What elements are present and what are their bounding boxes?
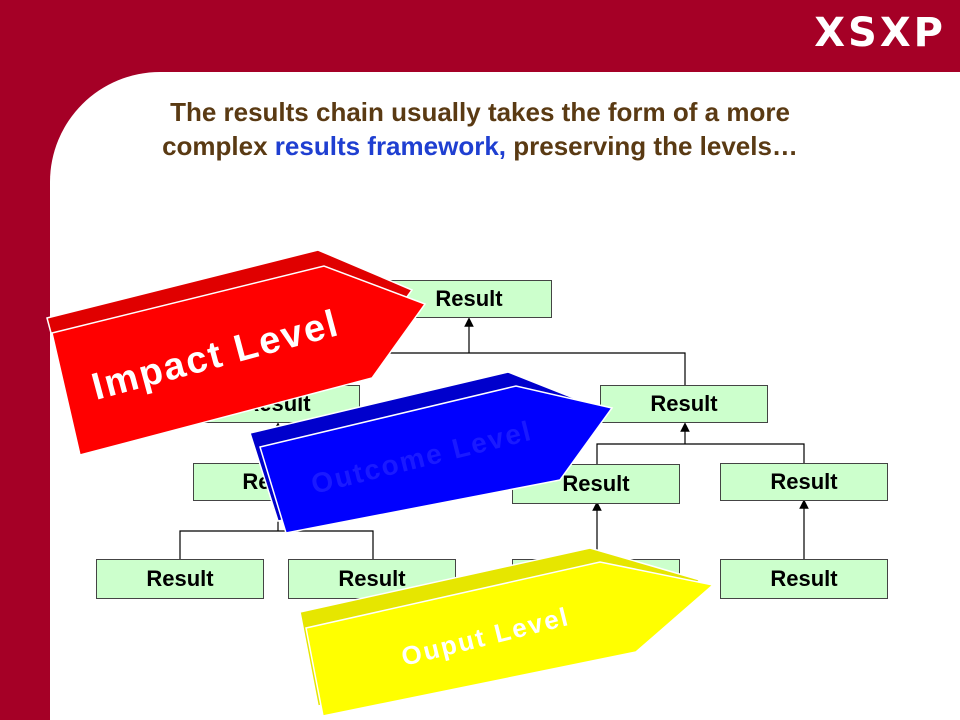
result-bottom-4: Result	[720, 559, 888, 599]
impact-level-arrow: Impact Level	[46, 249, 427, 456]
title-part-1: The results chain usually takes the form…	[162, 97, 790, 161]
title-part-2: preserving the levels…	[506, 131, 798, 161]
xsxp-logo: XSXP	[814, 10, 946, 56]
title-highlight: results framework,	[274, 131, 507, 161]
connector-mid-right	[596, 443, 805, 464]
connector-bottom-left	[179, 530, 374, 559]
outcome-level-arrow: Outcome Level	[249, 371, 614, 534]
slide-title: The results chain usually takes the form…	[140, 95, 820, 163]
result-bottom-1: Result	[96, 559, 264, 599]
output-level-arrow: Ouput Level	[299, 547, 715, 717]
result-mid-right: Result	[600, 385, 768, 423]
result-third-right: Result	[720, 463, 888, 501]
